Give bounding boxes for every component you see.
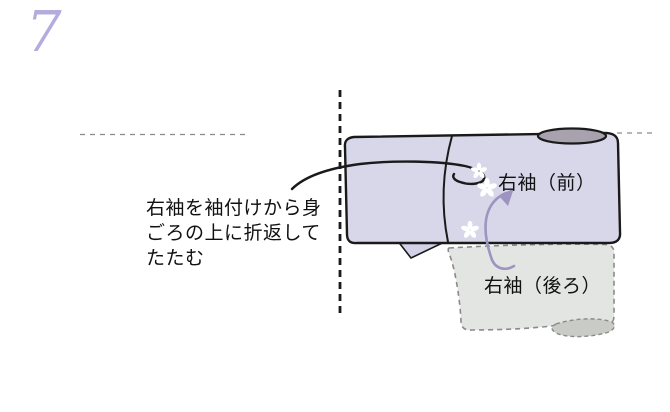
label-sleeve-back: 右袖（後ろ）	[484, 275, 602, 297]
fold-arrow-icon	[484, 191, 516, 270]
collar-end	[536, 127, 608, 145]
step-number: 7	[26, 0, 62, 65]
instruction-line: ごろの上に折返して	[146, 222, 321, 244]
label-sleeve-front: 右袖（前）	[498, 172, 596, 194]
instruction-line: たたむ	[146, 247, 205, 269]
back-sleeve-roll	[551, 318, 616, 338]
instruction-text: 右袖を袖付けから身 ごろの上に折返して たたむ	[146, 196, 336, 271]
instruction-line: 右袖を袖付けから身	[146, 197, 322, 219]
fold-arrow-head-icon	[499, 188, 514, 206]
back-sleeve-shape	[447, 243, 615, 331]
sleeve-seam-line	[442, 135, 453, 243]
